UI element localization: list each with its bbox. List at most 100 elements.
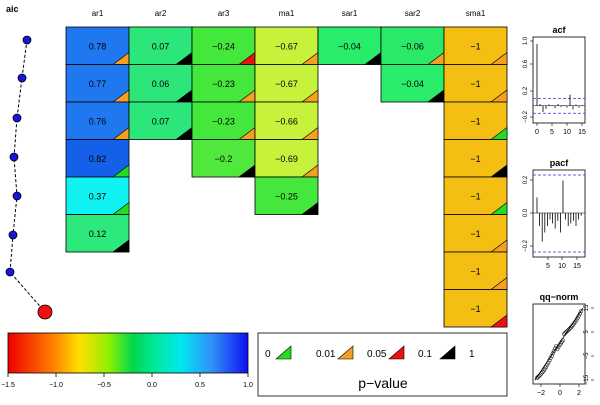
qqnorm-point — [569, 324, 575, 329]
coefficient-value: 0.77 — [89, 79, 107, 89]
coefficient-value: −1 — [470, 229, 480, 239]
coefficient-cell — [254, 139, 319, 178]
pvalue-legend-label: 0.05 — [367, 349, 387, 360]
qqnorm-point — [555, 347, 560, 352]
pvalue-triangle — [301, 201, 319, 215]
pacf-title: pacf — [550, 158, 570, 168]
coefficient-value: −0.04 — [338, 41, 361, 51]
coefficient-value: −1 — [470, 154, 480, 164]
column-header: sma1 — [466, 9, 486, 18]
y-tick-label: −5 — [584, 352, 590, 360]
pvalue-legend-label: 0 — [265, 349, 271, 360]
coefficient-value: −0.23 — [212, 79, 235, 89]
column-header: ar2 — [155, 9, 167, 18]
coefficient-value: 0.06 — [152, 79, 170, 89]
qqnorm-point — [574, 317, 579, 322]
coefficient-value: −0.67 — [275, 41, 298, 51]
coefficient-cell — [254, 64, 319, 103]
coefficient-value: −1 — [470, 79, 480, 89]
coefficient-value: 0.78 — [89, 41, 107, 51]
colorbar-tick-label: −1.5 — [1, 382, 15, 389]
coefficient-value: −1 — [470, 304, 480, 314]
coefficient-cell — [65, 64, 130, 103]
coefficient-cell — [191, 101, 256, 140]
y-tick-label: 15 — [584, 304, 590, 311]
y-tick-label: 0.2 — [523, 86, 529, 95]
coefficient-cell — [443, 101, 508, 140]
column-header: ar1 — [92, 9, 104, 18]
qqnorm-point — [543, 364, 549, 369]
qqnorm-point — [551, 348, 556, 353]
qqnorm-point — [564, 329, 569, 334]
qqnorm-point — [563, 330, 568, 335]
qqnorm-point — [549, 353, 554, 358]
pvalue-legend-label: 0.01 — [316, 349, 336, 360]
colorbar-tick-label: 0.5 — [195, 382, 205, 389]
coefficient-cell — [443, 289, 508, 328]
x-tick-label: 15 — [573, 263, 581, 270]
coefficient-cell — [128, 101, 193, 140]
qqnorm-point — [545, 362, 550, 367]
coefficient-colorbar: coefficients −1.5−1.0−0.50.00.51.0 — [1, 332, 253, 389]
aic-point — [22, 35, 32, 45]
pvalue-legend-title: p−value — [358, 375, 408, 391]
pvalue-triangle — [112, 239, 130, 253]
coefficient-cell — [254, 176, 319, 215]
qqnorm-point — [576, 313, 581, 318]
coefficient-value: −0.67 — [275, 79, 298, 89]
coefficient-value: −1 — [470, 41, 480, 51]
colorbar-rect — [7, 332, 249, 374]
x-tick-label: 0 — [535, 129, 539, 136]
qqnorm-point — [559, 339, 564, 344]
coefficient-value: −0.69 — [275, 154, 298, 164]
qqnorm-point — [577, 311, 582, 316]
pvalue-triangle — [490, 314, 508, 328]
panel-frame — [532, 303, 586, 385]
qqnorm-point — [560, 338, 565, 343]
x-tick-label: 5 — [550, 129, 554, 136]
pvalue-legend-triangle — [439, 345, 456, 360]
coefficient-cell — [443, 176, 508, 215]
qqnorm-point — [546, 360, 551, 365]
coefficient-cell — [254, 26, 319, 65]
coefficient-cell — [65, 101, 130, 140]
colorbar-tick-label: −1.0 — [49, 382, 63, 389]
qqnorm-title: qq−norm — [540, 292, 579, 302]
x-tick-label: 0 — [558, 390, 562, 397]
x-tick-label: 2 — [577, 390, 581, 397]
qqnorm-point — [547, 358, 552, 363]
qqnorm-point — [534, 375, 540, 381]
acf-title: acf — [552, 25, 566, 35]
aic-label: aic — [6, 4, 19, 14]
aic-point — [37, 304, 53, 320]
aic-point — [17, 73, 27, 83]
panel-frame — [532, 36, 586, 124]
qqnorm-point — [550, 351, 555, 356]
colorbar-tick-label: 1.0 — [243, 382, 253, 389]
qqnorm-point — [539, 371, 544, 376]
colorbar-tick-label: −0.5 — [97, 382, 111, 389]
coefficient-cell — [65, 176, 130, 215]
qqnorm-point — [538, 372, 543, 377]
coefficient-value: 0.07 — [152, 41, 170, 51]
y-tick-label: −15 — [584, 374, 590, 385]
coefficient-value: −0.66 — [275, 116, 298, 126]
coefficient-value: 0.76 — [89, 116, 107, 126]
qqnorm-point — [536, 374, 541, 379]
aic-point — [5, 267, 15, 277]
coefficient-value: 0.37 — [89, 191, 107, 201]
pvalue-legend-triangle — [275, 345, 292, 360]
qqnorm-point — [566, 327, 571, 332]
qqnorm-point — [578, 309, 584, 314]
coefficient-value: −0.23 — [212, 116, 235, 126]
qqnorm-point — [537, 373, 542, 378]
qqnorm-point — [568, 325, 573, 330]
coefficient-cell — [443, 26, 508, 65]
coefficient-value: −1 — [470, 266, 480, 276]
coefficient-cell — [65, 214, 130, 253]
coefficient-value: −1 — [470, 191, 480, 201]
